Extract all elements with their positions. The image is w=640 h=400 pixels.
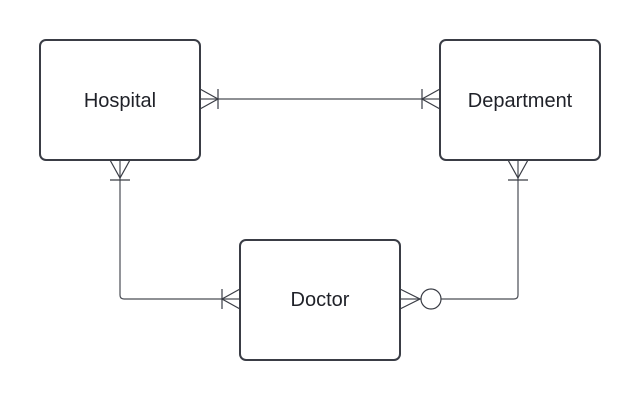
entity-hospital-label: Hospital (84, 90, 156, 112)
crowfoot-doctor-right (399, 288, 442, 310)
crowfoot-hospital-bottom (109, 159, 131, 181)
relationship-hospital-doctor (109, 159, 241, 310)
entity-hospital-box[interactable] (39, 39, 201, 161)
entity-department-label: Department (468, 90, 573, 112)
relationship-department-doctor (399, 159, 529, 310)
crowfoot-doctor-left (220, 288, 241, 310)
zero-circle-icon (420, 288, 442, 310)
entity-doctor-box[interactable] (239, 239, 401, 361)
entity-department[interactable]: Department (439, 39, 601, 161)
rel-line-department-doctor (400, 160, 519, 300)
crowfoot-department-bottom (507, 159, 529, 181)
entity-hospital[interactable]: Hospital (39, 39, 201, 161)
entity-doctor-label: Doctor (291, 289, 350, 311)
rel-line-hospital-doctor (119, 160, 240, 300)
crowfoot-department-side (420, 88, 441, 110)
entity-doctor[interactable]: Doctor (239, 239, 401, 361)
crowfoot-hospital-side (199, 88, 220, 110)
entity-department-box[interactable] (439, 39, 601, 161)
relationship-hospital-department (199, 88, 441, 110)
